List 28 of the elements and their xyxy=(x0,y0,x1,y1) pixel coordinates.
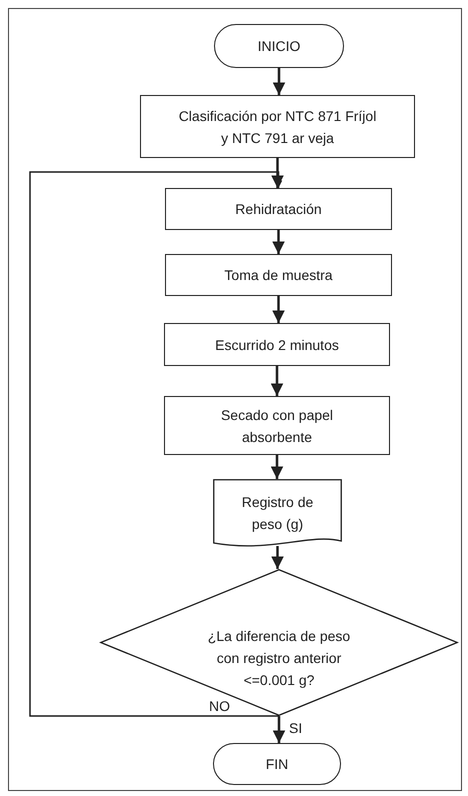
process-box xyxy=(165,188,392,230)
arrow xyxy=(271,546,284,569)
process-box xyxy=(164,396,390,455)
node-text: INICIO xyxy=(258,37,300,56)
arrow xyxy=(270,455,284,479)
terminal-shape xyxy=(213,743,341,785)
process-box xyxy=(165,254,392,296)
node-text: Escurrido 2 minutos xyxy=(215,336,339,354)
decision-diamond xyxy=(100,569,458,716)
process-box xyxy=(140,95,415,158)
arrow xyxy=(29,171,282,717)
node-text: Secado con papel absorbente xyxy=(220,406,334,446)
node-text: Registro de peso (g) xyxy=(240,493,314,534)
process-box xyxy=(164,323,390,366)
arrow xyxy=(272,68,286,95)
node-text: Toma de muestra xyxy=(224,266,333,285)
terminal-shape xyxy=(214,24,344,68)
arrow xyxy=(272,296,285,323)
arrow xyxy=(272,230,285,254)
node-text: ¿La diferencia de peso con registro anterior <=0.001 g? xyxy=(206,626,352,690)
node-text: Rehidratación xyxy=(235,200,322,219)
node-text: FIN xyxy=(266,755,288,774)
edge-label: SI xyxy=(289,720,302,736)
node-text: Clasificación por NTC 871 Fríjol y NTC 791 ar veja xyxy=(178,106,378,148)
arrow xyxy=(270,366,284,396)
arrow xyxy=(271,158,284,188)
arrow xyxy=(272,716,286,743)
edge-label: NO xyxy=(209,698,230,714)
